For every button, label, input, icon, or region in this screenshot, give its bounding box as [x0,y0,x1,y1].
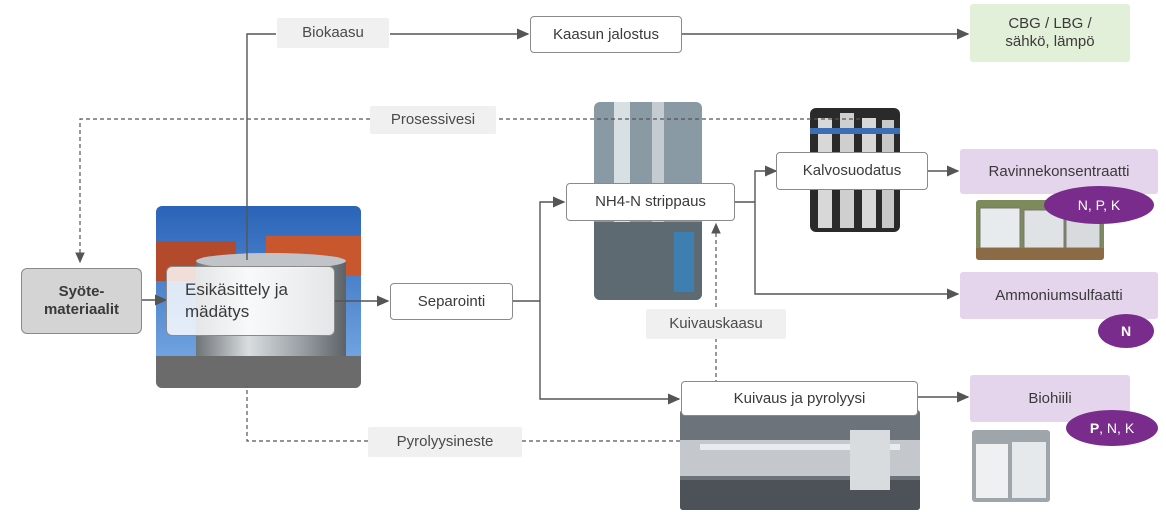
nutrient-concentrate-product: Ravinnekonsentraatti [960,149,1158,194]
pyrolysis-liquid-label: Pyrolyysineste [368,427,522,457]
process-water-label: Prosessivesi [370,106,496,134]
drying-pyrolysis-node: Kuivaus ja pyrolyysi [681,381,918,416]
dryer-pyrolysis-photo [680,410,920,510]
feedstock-node: Syöte- materiaalit [21,268,142,334]
n-badge: N [1098,314,1154,348]
biochar-product: Biohiili [970,375,1130,422]
gas-upgrading-node: Kaasun jalostus [530,16,682,53]
p-bold-text: P [1089,420,1100,436]
biogas-label: Biokaasu [277,18,389,48]
pnk-badge: P, N, K [1066,410,1158,446]
npk-badge: N, P, K [1044,186,1154,224]
separation-node: Separointi [390,283,513,320]
nk-text: , N, K [1099,420,1135,436]
nh4-stripping-node: NH4-N strippaus [566,183,735,221]
ammonium-sulfate-product: Ammoniumsulfaatti [960,272,1158,319]
membrane-filtration-node: Kalvosuodatus [776,152,928,190]
biochar-bags-photo [972,430,1050,502]
pretreatment-digestion-node: Esikäsittely ja mädätys [166,266,335,336]
cbg-product: CBG / LBG / sähkö, lämpö [970,4,1130,62]
drying-gas-label: Kuivauskaasu [646,309,786,339]
